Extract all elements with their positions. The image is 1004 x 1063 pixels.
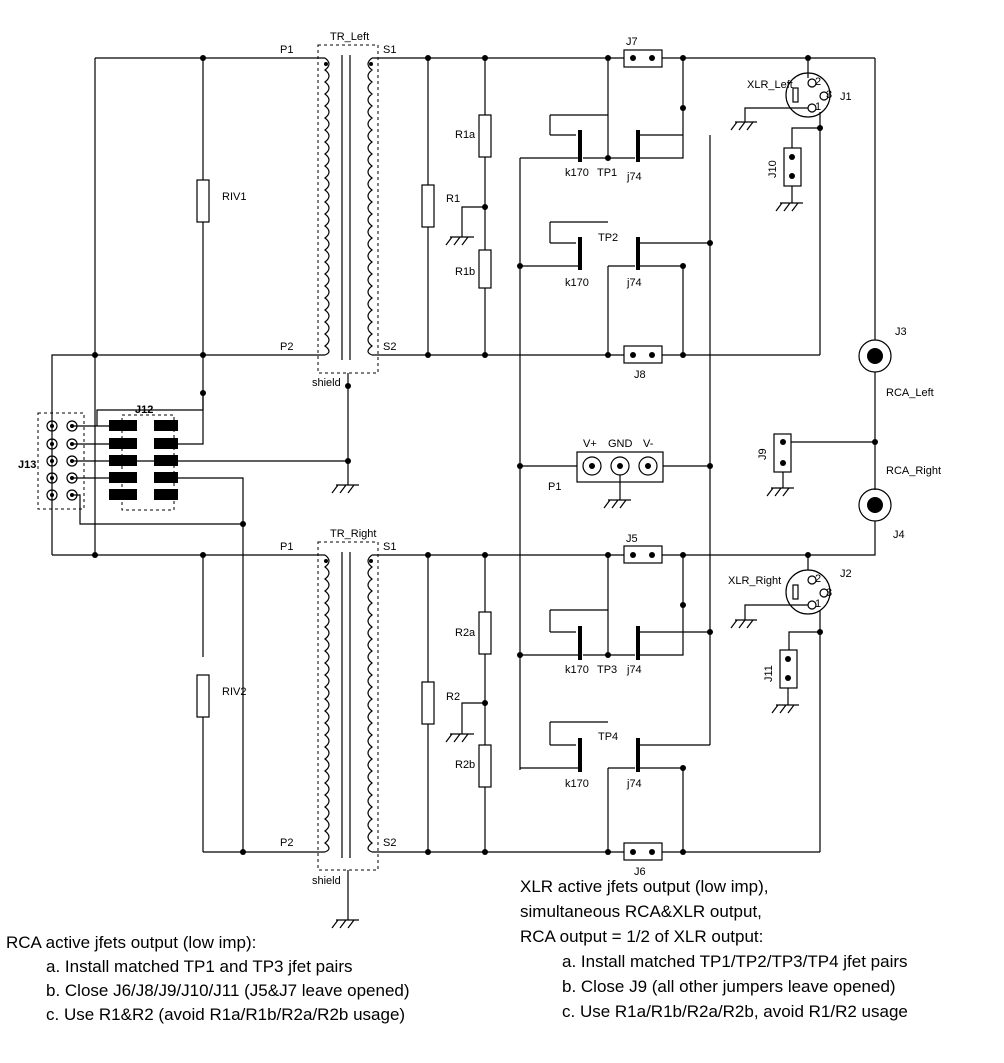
label-k170-tp4: k170 — [565, 778, 589, 790]
jumper-j11 — [779, 649, 798, 689]
label-j4: J4 — [893, 529, 905, 541]
transformer-left-shield-box — [317, 44, 379, 374]
label-xlr-left: XLR_Left — [747, 79, 793, 91]
label-rca-left: RCA_Left — [886, 387, 934, 399]
label-j13: J13 — [18, 459, 36, 471]
note-left-item-c: c. Use R1&R2 (avoid R1a/R1b/R2a/R2b usag… — [46, 1005, 405, 1024]
label-vminus: V- — [643, 438, 654, 450]
label-r2: R2 — [446, 691, 460, 703]
label-xlr-right-pin1: 1 — [815, 598, 821, 610]
note-right-heading-3: RCA output = 1/2 of XLR output: — [520, 927, 763, 946]
label-k170-tp1: k170 — [565, 167, 589, 179]
note-left-heading: RCA active jfets output (low imp): — [6, 933, 256, 952]
label-j1: J1 — [840, 91, 852, 103]
label-j74-tp1: j74 — [626, 171, 642, 183]
label-xlr-left-pin2: 2 — [815, 76, 821, 88]
label-xlr-right: XLR_Right — [728, 575, 781, 587]
label-tp1: TP1 — [597, 167, 617, 179]
resistor-riv1 — [196, 179, 210, 223]
note-right-item-a: a. Install matched TP1/TP2/TP3/TP4 jfet … — [562, 952, 908, 971]
label-tr-left: TR_Left — [330, 31, 369, 43]
label-xlr-right-pin3: 3 — [826, 587, 832, 599]
label-gnd: GND — [608, 438, 633, 450]
rca-left-center — [867, 348, 883, 364]
jumper-j8 — [623, 345, 663, 364]
label-shield-left: shield — [312, 377, 341, 389]
jumper-j6 — [623, 842, 663, 861]
label-j7: J7 — [626, 36, 638, 48]
label-riv1: RIV1 — [222, 191, 246, 203]
label-s1-left: S1 — [383, 44, 396, 56]
resistor-riv2 — [196, 674, 210, 718]
label-tp4: TP4 — [598, 731, 618, 743]
resistor-r2a — [478, 611, 492, 655]
label-s1-right: S1 — [383, 541, 396, 553]
rca-right-center — [867, 497, 883, 513]
resistor-r1b — [478, 249, 492, 289]
note-right-item-b: b. Close J9 (all other jumpers leave ope… — [562, 977, 896, 996]
label-r1b: R1b — [455, 266, 475, 278]
notes-left: RCA active jfets output (low imp): a. In… — [6, 933, 410, 1024]
label-xlr-right-pin2: 2 — [815, 573, 821, 585]
label-shield-right: shield — [312, 875, 341, 887]
label-j6: J6 — [634, 866, 646, 878]
label-r2a: R2a — [455, 627, 476, 639]
label-xlr-left-pin3: 3 — [826, 89, 832, 101]
label-s2-left: S2 — [383, 341, 396, 353]
note-right-heading-2: simultaneous RCA&XLR output, — [520, 902, 762, 921]
label-tp3: TP3 — [597, 664, 617, 676]
label-j5: J5 — [626, 533, 638, 545]
jumper-j5 — [623, 545, 663, 564]
label-rca-right: RCA_Right — [886, 465, 941, 477]
label-j3: J3 — [895, 326, 907, 338]
label-p1-right: P1 — [280, 541, 293, 553]
label-j74-tp4: j74 — [626, 778, 642, 790]
label-p1-left: P1 — [280, 44, 293, 56]
label-j74-tp2: j74 — [626, 277, 642, 289]
label-k170-tp2: k170 — [565, 277, 589, 289]
label-tp2: TP2 — [598, 232, 618, 244]
jumper-j7 — [623, 49, 663, 68]
label-tr-right: TR_Right — [330, 528, 376, 540]
label-k170-tp3: k170 — [565, 664, 589, 676]
label-r1: R1 — [446, 193, 460, 205]
note-left-item-b: b. Close J6/J8/J9/J10/J11 (J5&J7 leave o… — [46, 981, 410, 1000]
resistor-r2b — [478, 744, 492, 788]
resistor-r2 — [421, 681, 435, 725]
label-p2-right: P2 — [280, 837, 293, 849]
label-j2: J2 — [840, 568, 852, 580]
label-j8: J8 — [634, 369, 646, 381]
left-channel: RIV1 P1 P2 TR_Left S1 S2 shield R1 R1a R… — [92, 31, 934, 770]
note-right-item-c: c. Use R1a/R1b/R2a/R2b, avoid R1/R2 usag… — [562, 1002, 908, 1021]
label-xlr-left-pin1: 1 — [815, 101, 821, 113]
label-vplus: V+ — [583, 438, 597, 450]
resistor-r1a — [478, 114, 492, 158]
notes-right: XLR active jfets output (low imp), simul… — [520, 877, 908, 1021]
label-p2-left: P2 — [280, 341, 293, 353]
label-power-p1: P1 — [548, 481, 561, 493]
power-connector: V+ GND V- P1 — [520, 438, 710, 509]
label-j9: J9 — [757, 448, 769, 460]
note-right-heading-1: XLR active jfets output (low imp), — [520, 877, 768, 896]
label-riv2: RIV2 — [222, 686, 246, 698]
label-r1a: R1a — [455, 129, 476, 141]
label-r2b: R2b — [455, 759, 475, 771]
transformer-right-shield-box — [317, 541, 379, 871]
rca-left-outer — [858, 339, 892, 373]
label-j10: J10 — [767, 160, 779, 178]
j13-box — [37, 412, 85, 510]
label-j11: J11 — [763, 665, 775, 682]
input-jumpers: J13 J12 — [18, 354, 359, 558]
label-s2-right: S2 — [383, 837, 396, 849]
note-left-item-a: a. Install matched TP1 and TP3 jfet pair… — [46, 957, 352, 976]
right-channel: RIV2 P1 P2 TR_Right S1 S2 shield R2 R2a … — [196, 465, 941, 929]
label-j74-tp3: j74 — [626, 664, 642, 676]
resistor-r1 — [421, 184, 435, 228]
jumper-j10 — [783, 147, 802, 187]
